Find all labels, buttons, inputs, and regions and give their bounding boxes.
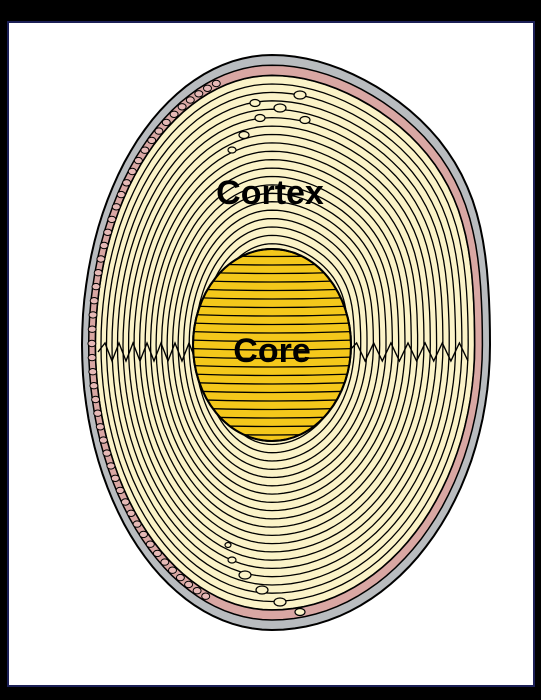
epithelial-cell xyxy=(170,111,178,117)
epithelial-cell xyxy=(90,383,98,389)
epithelial-cell xyxy=(140,531,148,537)
epithelial-cell xyxy=(141,147,149,153)
fiber-nucleus xyxy=(274,104,286,112)
epithelial-cell xyxy=(97,256,105,262)
core-label: Core xyxy=(233,332,310,370)
epithelial-cell xyxy=(103,450,111,456)
fiber-nucleus xyxy=(295,609,305,616)
epithelial-cell xyxy=(108,216,116,222)
epithelial-cell xyxy=(186,97,194,103)
epithelial-cell xyxy=(212,80,220,86)
epithelial-cell xyxy=(88,354,96,360)
fiber-nucleus xyxy=(255,115,265,122)
epithelial-cell xyxy=(195,91,203,97)
fiber-nucleus xyxy=(256,586,268,594)
epithelial-cell xyxy=(123,180,131,186)
epithelial-cell xyxy=(89,312,97,318)
epithelial-cell xyxy=(99,437,107,443)
fiber-nucleus xyxy=(225,543,231,548)
epithelial-cell xyxy=(128,168,136,174)
epithelial-cell xyxy=(94,410,102,416)
epithelial-cell xyxy=(178,104,186,110)
fiber-nucleus xyxy=(250,100,260,107)
epithelial-cell xyxy=(146,541,154,547)
epithelial-cell xyxy=(161,559,169,565)
epithelial-cell xyxy=(89,369,97,375)
epithelial-cell xyxy=(116,487,124,493)
epithelial-cell xyxy=(96,424,104,430)
epithelial-cell xyxy=(117,191,125,197)
epithelial-cell xyxy=(94,270,102,276)
fiber-nucleus xyxy=(228,147,236,153)
epithelial-cell xyxy=(176,574,184,580)
epithelial-cell xyxy=(202,593,210,599)
epithelial-cell xyxy=(134,157,142,163)
fiber-nucleus xyxy=(274,598,286,606)
epithelial-cell xyxy=(88,340,96,346)
epithelial-cell xyxy=(121,499,129,505)
epithelial-cell xyxy=(169,567,177,573)
epithelial-cell xyxy=(204,85,212,91)
epithelial-cell xyxy=(148,137,156,143)
epithelial-cell xyxy=(112,204,120,210)
epithelial-cell xyxy=(162,119,170,125)
epithelial-cell xyxy=(90,298,98,304)
epithelial-cell xyxy=(185,581,193,587)
epithelial-cell xyxy=(133,521,141,527)
epithelial-cell xyxy=(92,396,100,402)
epithelial-cell xyxy=(127,510,135,516)
fiber-nucleus xyxy=(239,132,249,139)
epithelial-cell xyxy=(88,326,96,332)
epithelial-cell xyxy=(193,588,201,594)
epithelial-cell xyxy=(153,550,161,556)
fiber-nucleus xyxy=(228,557,236,563)
epithelial-cell xyxy=(111,475,119,481)
fiber-nucleus xyxy=(294,91,306,99)
epithelial-cell xyxy=(92,283,100,289)
epithelial-cell xyxy=(107,463,115,469)
epithelial-cell xyxy=(155,128,163,134)
fiber-nucleus xyxy=(239,571,251,579)
fiber-nucleus xyxy=(300,117,310,124)
epithelial-cell xyxy=(104,229,112,235)
cortex-label: Cortex xyxy=(216,174,324,212)
epithelial-cell xyxy=(100,242,108,248)
